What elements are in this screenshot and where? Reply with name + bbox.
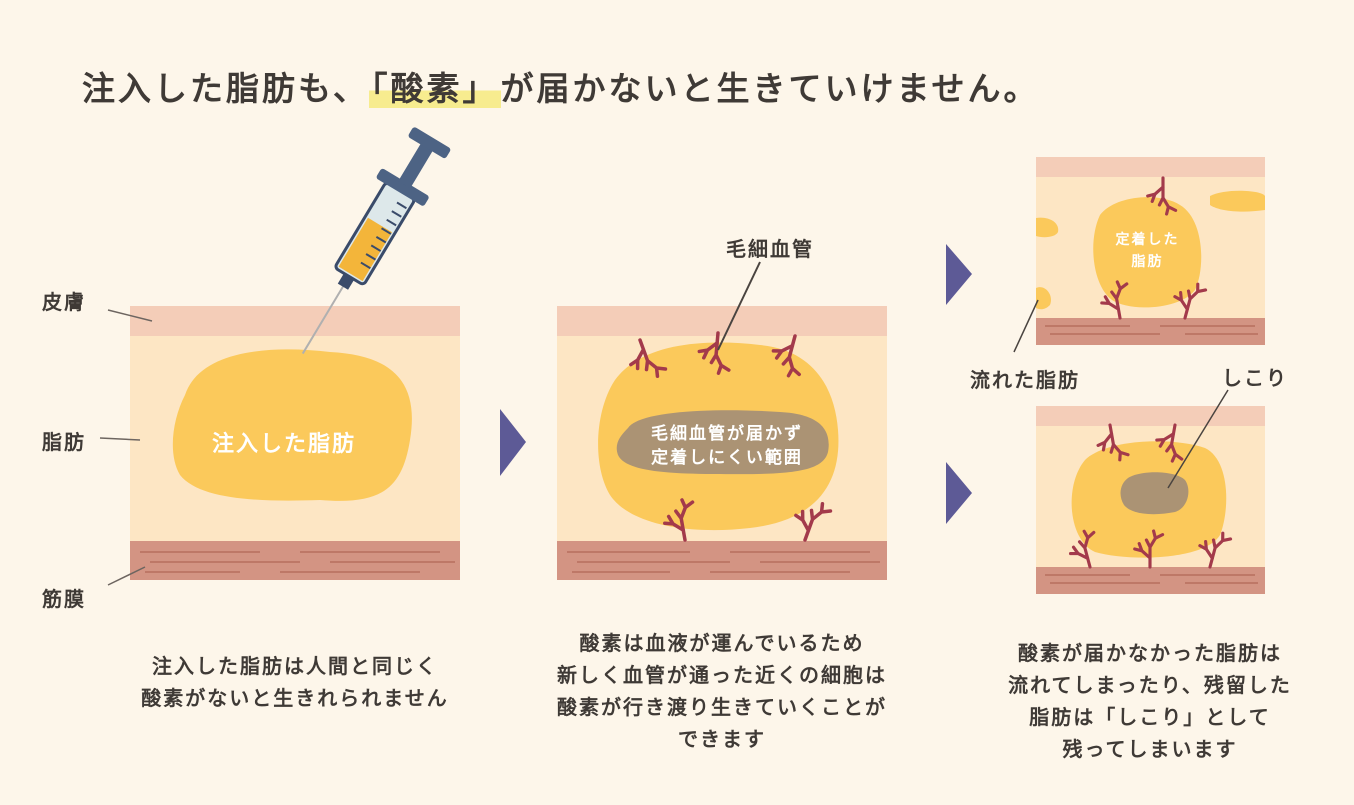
label-lump: しこり [1222,366,1288,390]
label-fascia: 筋膜 [42,587,86,611]
panel2-area-line-2: 定着しにくい範囲 [651,448,803,468]
panel3-fixed-fat-line-2: 脂肪 [1131,254,1164,270]
caption-panel1-line-2: 酸素がないと生きれられません [141,686,449,710]
label-flowed-fat: 流れた脂肪 [970,368,1080,392]
panel1-fascia-lines [140,551,455,573]
fascia-leader-line [107,566,146,586]
panel1-skin-layer [130,306,460,336]
panel3-flowed-fat-right [1210,190,1265,212]
panel1-fat-blob [172,349,412,501]
panel3-top-tissue [1036,157,1265,345]
label-skin: 皮膚 [42,290,86,314]
flowed-fat-leader-line [1013,299,1039,353]
panel1-tissue [130,306,460,580]
panel2-fascia-lines [567,551,880,573]
arrow-icon-1 [500,409,526,476]
syringe-icon [301,127,451,355]
label-capillary: 毛細血管 [726,237,814,261]
lump-leader-line [1167,389,1229,489]
title-before: 注入した脂肪も、 [82,69,370,108]
caption-panel3-line-2: 流れてしまったり、残留した [1008,673,1292,697]
panel3-top-fascia-layer [1036,318,1265,345]
panel3-lump [1120,472,1189,515]
skin-leader-line [107,309,153,322]
panel1-blob-label: 注入した脂肪 [212,432,357,457]
caption-panel1-line-1: 注入した脂肪は人間と同じく [152,654,438,678]
title-highlight: 「酸素」 [369,69,501,108]
panel2-poor-area [616,410,829,475]
caption-panel3: 酸素が届かなかった脂肪は 流れてしまったり、残留した 脂肪は「しこり」として 残… [950,637,1350,765]
caption-panel2: 酸素は血液が運んでいるため 新しく血管が通った近くの細胞は 酸素が行き渡り生きて… [522,627,922,755]
panel2-tissue [557,306,887,580]
caption-panel2-line-3: 酸素が行き渡り生きていくことが [557,695,887,719]
panel2-area-label: 毛細血管が届かず 定着しにくい範囲 [627,422,827,470]
caption-panel3-line-4: 残ってしまいます [1062,737,1238,761]
panel3-bottom-tissue [1036,406,1265,594]
panel3-bottom-fascia-layer [1036,567,1265,594]
panel2-skin-layer [557,306,887,336]
panel3-flowed-fat-left [1036,217,1059,238]
page-title: 注入した脂肪も、「酸素」が届かないと生きていけません。 [82,62,1040,110]
capillary-leader-line [717,261,761,351]
caption-panel2-line-1: 酸素は血液が運んでいるため [579,631,865,655]
title-after: が届かないと生きていけません。 [500,69,1040,108]
arrow-icon-3 [946,462,972,524]
label-fat: 脂肪 [42,430,86,454]
arrow-icon-2 [946,244,972,305]
caption-panel1: 注入した脂肪は人間と同じく 酸素がないと生きれられません [95,650,495,714]
caption-panel2-line-2: 新しく血管が通った近くの細胞は [557,663,887,687]
panel2-area-line-1: 毛細血管が届かず [651,424,803,444]
panel3-top-skin-layer [1036,157,1265,177]
panel3-fixed-fat-blob [1093,197,1202,308]
panel2-fascia-layer [557,541,887,580]
caption-panel3-line-1: 酸素が届かなかった脂肪は [1018,641,1282,665]
panel3-fixed-fat-line-1: 定着した [1115,232,1180,248]
panel3-fixed-fat-label: 定着した 脂肪 [1105,229,1190,273]
caption-panel3-line-3: 脂肪は「しこり」として [1029,705,1271,729]
panel1-fascia-layer [130,541,460,580]
fat-leader-line [99,437,141,441]
panel3-flowed-fat-bottom [1036,287,1051,310]
panel3-bottom-skin-layer [1036,406,1265,426]
caption-panel2-line-4: できます [678,727,766,751]
